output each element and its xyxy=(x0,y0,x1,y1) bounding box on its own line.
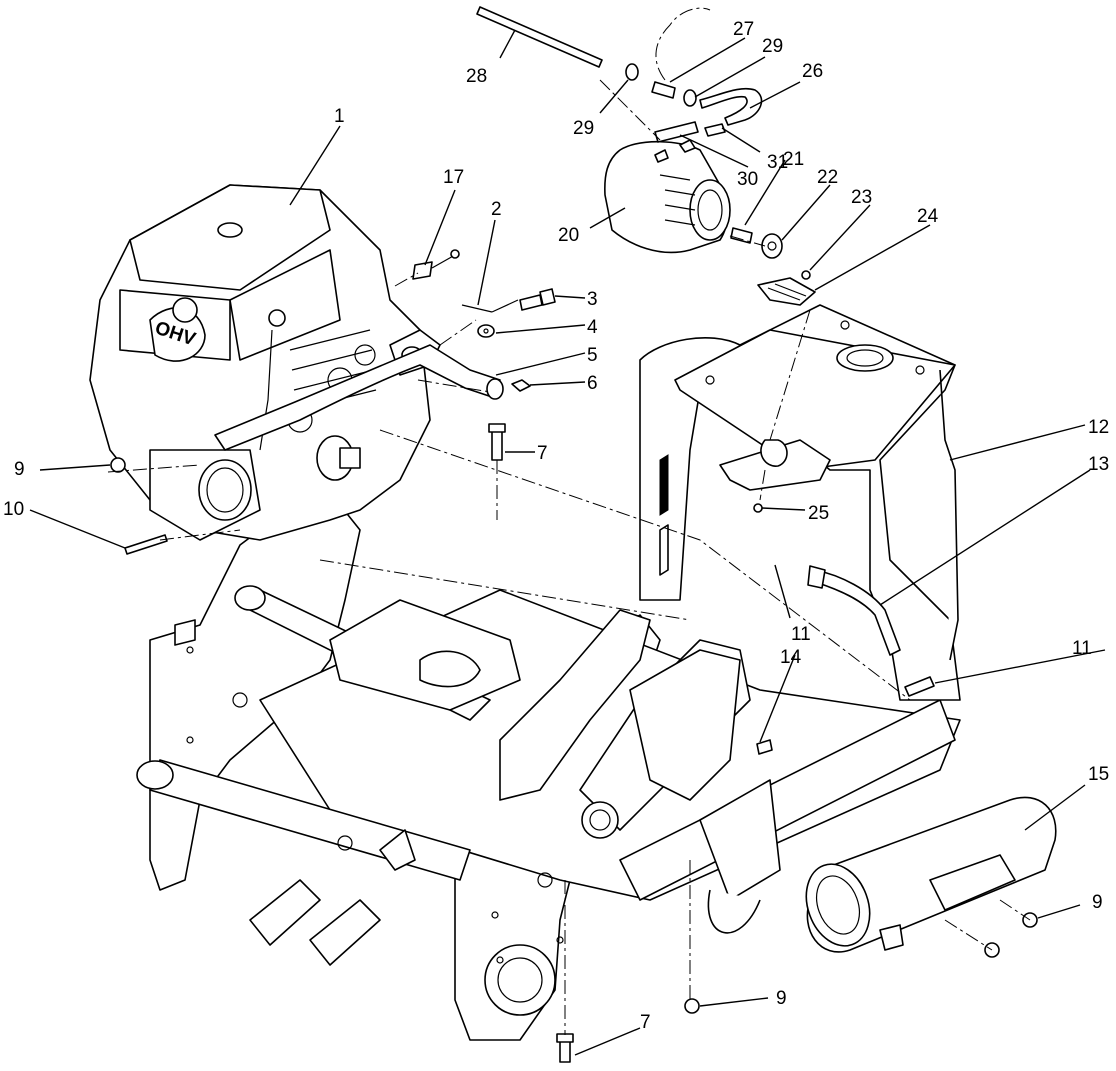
callout-4: 4 xyxy=(587,317,598,338)
fuel-line-13 xyxy=(807,565,901,656)
callout-30: 30 xyxy=(737,169,758,190)
callout-7-lower: 7 xyxy=(640,1012,651,1033)
callout-9-bottom: 9 xyxy=(776,988,787,1009)
callout-11-left: 11 xyxy=(791,624,811,645)
muffler xyxy=(805,796,1057,953)
callout-23: 23 xyxy=(851,187,872,208)
assembly-centerlines xyxy=(107,79,1031,1035)
callout-20: 20 xyxy=(558,225,579,246)
leader-lines xyxy=(29,29,1106,1056)
fuel-hose-21 xyxy=(730,227,753,244)
callout-26: 26 xyxy=(802,61,823,82)
callout-29-right: 29 xyxy=(762,36,783,57)
screw-23 xyxy=(801,270,811,280)
main-frame xyxy=(136,499,961,1041)
callout-28: 28 xyxy=(466,66,487,87)
callout-7-upper: 7 xyxy=(537,443,548,464)
callout-9-left: 9 xyxy=(14,459,25,480)
callout-3: 3 xyxy=(587,289,598,310)
callout-25: 25 xyxy=(808,503,829,524)
callout-labels: 1 2 3 4 5 6 7 7 9 9 9 10 11 11 12 13 14 … xyxy=(3,19,1109,1033)
callout-5: 5 xyxy=(587,345,598,366)
hose-30 xyxy=(654,121,699,143)
exhaust-pipe xyxy=(214,344,504,451)
callout-22: 22 xyxy=(817,167,838,188)
callout-24: 24 xyxy=(917,206,939,227)
rod-28 xyxy=(476,6,603,68)
callout-6: 6 xyxy=(587,373,598,394)
bracket-24 xyxy=(757,277,816,306)
callout-13: 13 xyxy=(1088,454,1109,475)
callout-14: 14 xyxy=(780,647,802,668)
callout-1: 1 xyxy=(334,106,345,127)
callout-27: 27 xyxy=(733,19,754,40)
fitting-27 xyxy=(651,81,676,99)
fuel-line-assembly xyxy=(476,6,763,143)
callout-9-right: 9 xyxy=(1092,892,1103,913)
callout-31: 31 xyxy=(767,152,788,173)
fuel-fittings xyxy=(730,227,816,306)
callout-17: 17 xyxy=(443,167,464,188)
callout-2: 2 xyxy=(491,199,502,220)
callout-12: 12 xyxy=(1088,417,1109,438)
callout-11-right: 11 xyxy=(1072,638,1092,659)
fuel-tank xyxy=(604,139,731,254)
fasteners xyxy=(110,249,1038,1063)
callout-21: 21 xyxy=(783,149,804,170)
tank-bracket-upright xyxy=(639,304,961,701)
grommet-22 xyxy=(761,233,783,259)
callout-29-left: 29 xyxy=(573,118,594,139)
hose-26 xyxy=(699,87,763,126)
fitting-31 xyxy=(704,123,726,137)
clamp-29b xyxy=(683,89,697,107)
clamp-29a xyxy=(625,63,639,81)
callout-15: 15 xyxy=(1088,764,1109,785)
callout-10: 10 xyxy=(3,499,24,520)
